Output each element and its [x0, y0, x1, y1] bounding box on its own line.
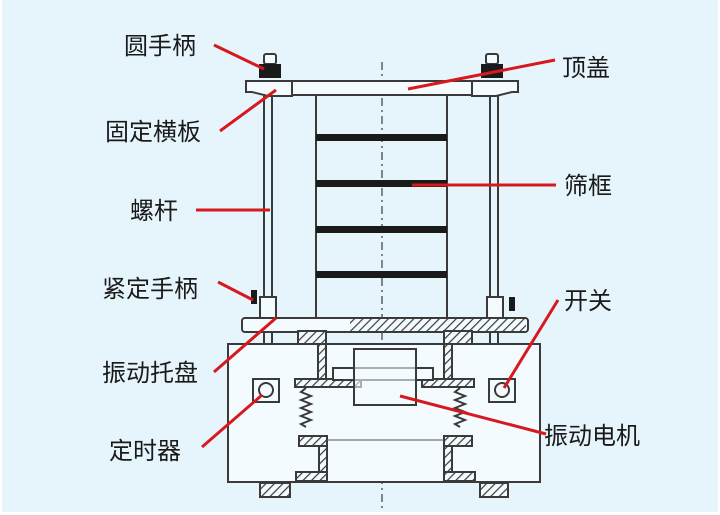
- leader-round-handle: [213, 43, 265, 71]
- label-vibration-motor: 振动电机: [544, 422, 640, 450]
- label-sieve-frame: 筛框: [564, 172, 612, 200]
- tightening-handle-right: [486, 296, 515, 319]
- label-timer: 定时器: [109, 437, 181, 465]
- label-fixed-crossplate: 固定横板: [105, 118, 201, 146]
- top-cover: [291, 80, 475, 96]
- leader-tightening-handle: [217, 280, 254, 302]
- label-vibration-tray: 振动托盘: [102, 359, 198, 387]
- label-round-handle: 圆手柄: [124, 32, 196, 60]
- leader-switch: [502, 299, 560, 389]
- fixed-crossplate-right: [471, 80, 519, 97]
- label-screw-rod: 螺杆: [130, 197, 178, 225]
- sieve-frame: [315, 95, 448, 318]
- label-tightening-handle: 紧定手柄: [102, 275, 198, 303]
- foot-right: [479, 482, 509, 498]
- round-handle-left: [259, 53, 281, 78]
- leader-vibration-tray: [213, 316, 277, 374]
- label-top-cover: 顶盖: [562, 54, 610, 82]
- leader-vibration-motor: [399, 394, 547, 436]
- vibration-motor: [332, 348, 434, 406]
- support-bracket-right: [421, 330, 476, 482]
- leader-fixed-crossplate: [219, 88, 277, 133]
- vibration-tray: [241, 317, 529, 333]
- switch: [488, 378, 516, 403]
- leader-top-cover: [407, 58, 556, 91]
- leader-timer: [201, 393, 263, 449]
- foot-left: [259, 482, 291, 498]
- label-switch: 开关: [564, 287, 612, 315]
- support-bracket-left: [294, 330, 362, 482]
